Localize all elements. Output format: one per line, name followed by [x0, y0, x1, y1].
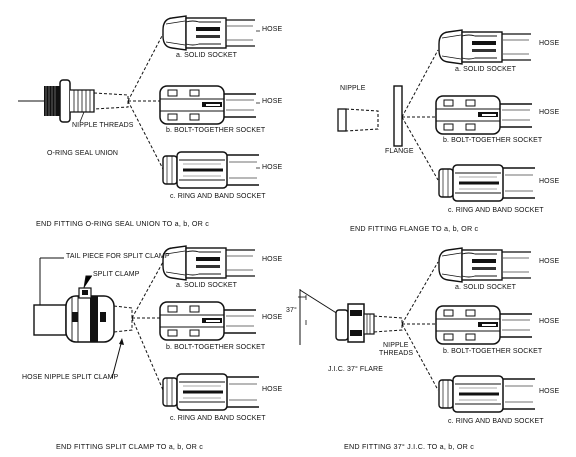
jic-fitting-title: J.I.C. 37° FLARE — [328, 366, 383, 373]
option-c-label: c. RING AND BAND SOCKET — [448, 418, 544, 425]
panel-caption: END FITTING 37° J.I.C. TO a, b, OR c — [344, 442, 475, 451]
option-c-label: c. RING AND BAND SOCKET — [170, 415, 266, 422]
split-clamp-fitting — [33, 257, 133, 379]
hose-label: HOSE — [262, 98, 283, 105]
option-a-label: a. SOLID SOCKET — [176, 52, 238, 59]
flange-label: FLANGE — [385, 148, 414, 155]
oring-fitting-title: O-RING SEAL UNION — [47, 150, 119, 157]
hose-label: HOSE — [539, 178, 560, 185]
hose-label: HOSE — [262, 256, 283, 263]
panel-caption: END FITTING O-RING SEAL UNION TO a, b, O… — [36, 219, 210, 228]
option-a-label: a. SOLID SOCKET — [455, 284, 517, 291]
oring-seal-union-fitting — [18, 79, 129, 123]
nipple-threads-label: NIPPLE THREADS — [72, 122, 134, 129]
option-a-label: a. SOLID SOCKET — [455, 66, 517, 73]
hose-label: HOSE — [262, 314, 283, 321]
hose-label: HOSE — [539, 40, 560, 47]
oring-fan-lines — [127, 33, 164, 170]
hose-label: HOSE — [539, 388, 560, 395]
hose-label: HOSE — [262, 26, 283, 33]
option-a-label: a. SOLID SOCKET — [176, 282, 238, 289]
hose-label: HOSE — [539, 318, 560, 325]
nipple-label: NIPPLE — [340, 85, 366, 92]
tail-piece-label: TAIL PIECE FOR SPLIT CLAMP — [66, 253, 170, 260]
hose-nipple-split-clamp-label: HOSE NIPPLE SPLIT CLAMP — [22, 374, 119, 381]
jic-fan-lines — [401, 261, 439, 391]
hose-label: HOSE — [539, 109, 560, 116]
jic-37-flare-fitting — [298, 289, 403, 345]
angle-label: 37° — [286, 307, 297, 314]
option-c-label: c. RING AND BAND SOCKET — [170, 193, 266, 200]
nipple-threads-label: NIPPLE — [383, 342, 409, 349]
hose-label: HOSE — [262, 164, 283, 171]
option-b-label: b. BOLT-TOGETHER SOCKET — [166, 127, 266, 134]
panel-caption: END FITTING FLANGE TO a, b, OR c — [350, 224, 479, 233]
split-clamp-label: SPLIT CLAMP — [93, 271, 140, 278]
hose-label: HOSE — [539, 258, 560, 265]
flange-fan-lines — [401, 49, 439, 181]
split-clamp-fan-lines — [131, 261, 164, 391]
option-b-label: b. BOLT-TOGETHER SOCKET — [443, 137, 543, 144]
nipple-threads-label: THREADS — [379, 350, 414, 357]
option-b-label: b. BOLT-TOGETHER SOCKET — [166, 344, 266, 351]
panel-caption: END FITTING SPLIT CLAMP TO a, b, OR c — [56, 442, 204, 451]
hose-label: HOSE — [262, 386, 283, 393]
flange-fitting — [337, 85, 403, 147]
option-b-label: b. BOLT-TOGETHER SOCKET — [443, 348, 543, 355]
option-c-label: c. RING AND BAND SOCKET — [448, 207, 544, 214]
